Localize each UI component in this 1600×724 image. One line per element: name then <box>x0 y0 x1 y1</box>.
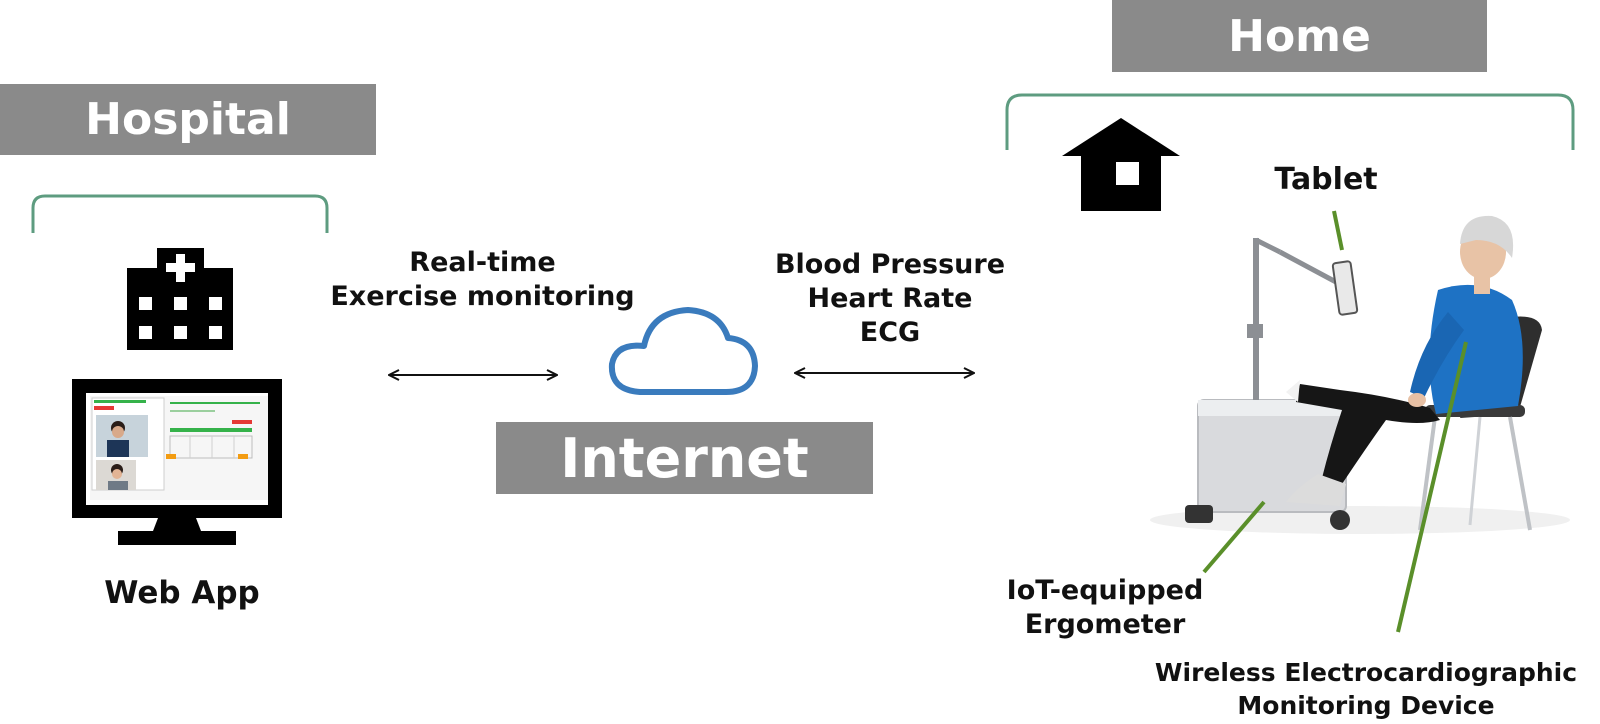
tablet-device <box>1331 260 1359 316</box>
hospital-bracket <box>31 194 329 233</box>
house-icon <box>1062 118 1180 211</box>
hospital-banner: Hospital <box>0 84 376 155</box>
internet-title: Internet <box>560 426 809 490</box>
ergometer-label: IoT-equipped Ergometer <box>985 574 1225 642</box>
right-link-label-line1: Blood Pressure <box>774 249 1006 280</box>
web-app-label: Web App <box>104 575 260 611</box>
home-title: Home <box>1228 10 1371 62</box>
ecg-device-label: Wireless Electrocardiographic Monitoring… <box>1136 656 1596 722</box>
ergometer-label-line2: Ergometer <box>1024 609 1186 640</box>
home-bracket <box>1005 93 1575 150</box>
ecg-device-label-line2: Monitoring Device <box>1237 691 1495 720</box>
monitor-icon <box>72 379 282 545</box>
right-link-label-line2: Heart Rate <box>807 283 973 314</box>
left-link-label-line1: Real-time <box>409 247 556 278</box>
tablet-label: Tablet <box>1274 162 1378 197</box>
ergometer-label-line1: IoT-equipped <box>1006 575 1204 606</box>
left-link-label: Real-time Exercise monitoring <box>310 246 655 314</box>
right-link-label: Blood Pressure Heart Rate ECG <box>760 248 1020 350</box>
ergometer-leader-line <box>1202 500 1266 574</box>
left-link-label-line2: Exercise monitoring <box>330 281 635 312</box>
hospital-building-icon <box>127 248 233 350</box>
internet-banner: Internet <box>496 422 873 494</box>
home-banner: Home <box>1112 0 1487 72</box>
home-exercise-illustration <box>1150 215 1570 534</box>
ecg-device-label-line1: Wireless Electrocardiographic <box>1154 658 1578 687</box>
ecg-device-leader-line <box>1396 341 1468 633</box>
web-app-screen <box>90 396 268 500</box>
right-link-label-line3: ECG <box>859 317 921 348</box>
seated-person <box>1286 215 1523 506</box>
hospital-title: Hospital <box>85 94 291 145</box>
cloud-icon <box>608 307 758 395</box>
tablet-leader-line <box>1332 210 1344 251</box>
